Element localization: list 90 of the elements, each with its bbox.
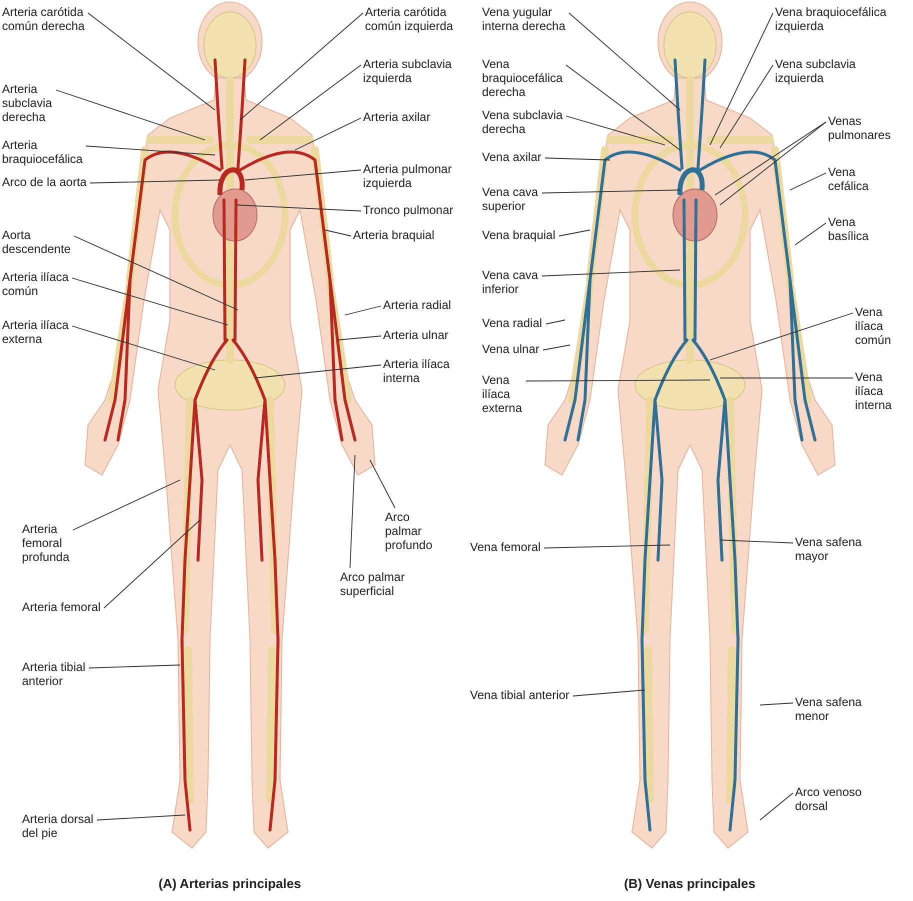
anatomy-label: Vena cava superior xyxy=(482,185,540,213)
anatomy-label: Vena ilíaca externa xyxy=(482,373,524,415)
leader-line xyxy=(72,326,216,370)
panel-caption: (A) Arterias principales xyxy=(158,876,302,891)
leader-line xyxy=(566,64,680,150)
anatomy-label: Vena braquial xyxy=(482,228,557,242)
anatomy-label: Arteria subclavia izquierda xyxy=(363,57,453,85)
leader-line xyxy=(236,204,362,212)
leader-line xyxy=(710,12,774,146)
leader-line xyxy=(344,306,382,316)
leader-line xyxy=(760,702,794,706)
leader-line xyxy=(542,190,680,194)
anatomy-label: Arteria tibial anterior xyxy=(22,660,87,688)
anatomy-label: Vena cava inferior xyxy=(482,268,540,296)
anatomy-label: Vena subclavia izquierda xyxy=(775,57,857,85)
anatomy-label: Arteria ilíaca común xyxy=(2,270,70,298)
anatomy-label: Vena radial xyxy=(482,316,544,330)
anatomy-label: Arco palmar profundo xyxy=(385,510,434,552)
leader-line xyxy=(720,540,794,544)
leader-line xyxy=(790,172,826,190)
leader-line xyxy=(572,690,646,696)
leader-line xyxy=(714,122,826,196)
leader-line xyxy=(104,520,200,608)
leader-line xyxy=(324,230,352,236)
leader-line xyxy=(566,116,666,146)
leader-line xyxy=(544,158,610,160)
anatomy-label: Arteria ilíaca externa xyxy=(2,318,70,346)
leader-line xyxy=(240,12,364,120)
anatomy-label: Arteria braquial xyxy=(353,228,436,242)
anatomy-label: Vena basílica xyxy=(828,215,870,243)
leader-line xyxy=(90,180,220,184)
anatomy-label: Vena cefálica xyxy=(828,165,870,193)
leader-line xyxy=(720,64,774,148)
anatomy-label: Arteria pulmonar izquierda xyxy=(363,162,453,190)
anatomy-label: Arteria subclavia derecha xyxy=(2,82,54,124)
anatomy-label: Arteria axilar xyxy=(363,110,432,124)
anatomy-label: Arteria femoral xyxy=(22,600,102,614)
leader-line xyxy=(760,792,794,820)
leader-line xyxy=(244,170,362,180)
anatomy-label: Arco venoso dorsal xyxy=(795,785,863,813)
anatomy-label: Aorta descendente xyxy=(2,228,72,256)
anatomy-label: Vena axilar xyxy=(482,150,543,164)
anatomy-label: Vena safena mayor xyxy=(795,535,863,563)
leader-line xyxy=(88,664,180,668)
leader-line xyxy=(568,12,680,110)
panel-caption: (B) Venas principales xyxy=(624,876,756,891)
leader-line xyxy=(254,364,382,378)
anatomy-label: Tronco pulmonar xyxy=(363,203,455,217)
anatomy-label: Vena braquiocefálica izquierda xyxy=(775,5,888,33)
anatomy-label: Vena safena menor xyxy=(795,695,863,723)
leader-line xyxy=(544,544,670,548)
leader-line xyxy=(86,146,216,156)
anatomy-label: Vena tibial anterior xyxy=(470,688,571,702)
anatomy-label: Arteria dorsal del pie xyxy=(22,812,95,840)
leader-line xyxy=(74,236,238,310)
leader-line xyxy=(370,460,396,508)
anatomy-label: Vena yugular interna derecha xyxy=(482,5,567,33)
anatomy-label: Arteria ilíaca interna xyxy=(383,357,451,385)
anatomy-label: Vena ilíaca interna xyxy=(855,370,893,412)
anatomy-label: Venas pulmonares xyxy=(828,114,892,142)
leader-line xyxy=(72,480,180,530)
anatomy-label: Arteria femoral profunda xyxy=(22,522,71,564)
leader-line xyxy=(526,380,710,382)
leader-line xyxy=(542,270,680,276)
anatomy-label: Arteria braquiocefálica xyxy=(2,138,84,166)
leader-line xyxy=(96,814,186,820)
anatomy-label: Arteria carótida común izquierda xyxy=(365,5,455,33)
anatomy-label: Vena ulnar xyxy=(482,342,541,356)
anatomy-label: Arco de la aorta xyxy=(2,175,88,189)
leader-line xyxy=(338,336,382,340)
anatomy-label: Vena femoral xyxy=(470,540,542,554)
leader-line xyxy=(794,222,826,246)
anatomy-label: Arteria ulnar xyxy=(383,328,450,342)
leader-line xyxy=(72,278,228,326)
leader-line xyxy=(56,90,206,140)
anatomy-label: Arco palmar superficial xyxy=(340,570,406,598)
leader-line xyxy=(88,12,216,110)
leader-line xyxy=(260,64,362,140)
anatomy-label: Arteria radial xyxy=(383,298,453,312)
leader-line xyxy=(720,122,826,206)
anatomy-label: Vena ilíaca común xyxy=(855,305,893,347)
leader-line xyxy=(710,312,854,360)
leader-line xyxy=(542,344,570,350)
anatomy-label: Arteria carótida común derecha xyxy=(2,5,86,33)
anatomy-label: Vena subclavia derecha xyxy=(482,108,564,136)
leader-line xyxy=(350,454,356,568)
anatomy-label: Vena braquiocefálica derecha xyxy=(482,57,564,99)
leader-line xyxy=(294,118,362,150)
leader-line xyxy=(558,230,590,236)
leader-line xyxy=(546,320,566,324)
